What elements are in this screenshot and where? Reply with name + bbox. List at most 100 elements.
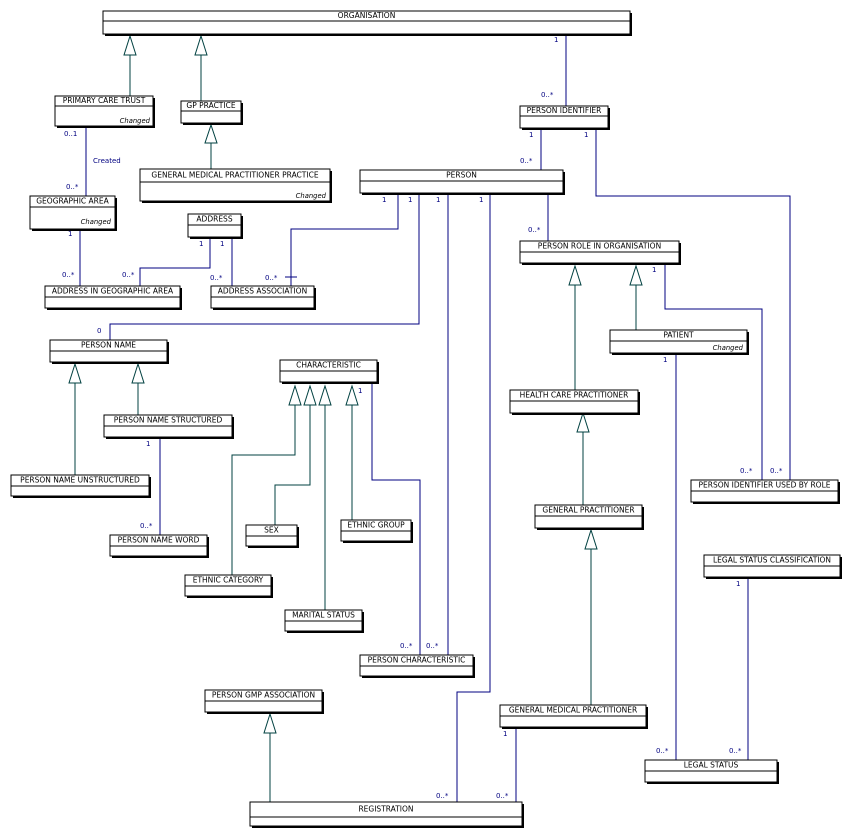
class-name: PERSON IDENTIFIER USED BY ROLE bbox=[698, 481, 830, 490]
class-name: PERSON GMP ASSOCIATION bbox=[212, 691, 315, 700]
class-gmp-practice[interactable]: GENERAL MEDICAL PRACTITIONER PRACTICE Ch… bbox=[139, 168, 332, 203]
gen-arrow-gp-practice bbox=[194, 34, 208, 56]
mult-reg-0many-a: 0..* bbox=[436, 792, 449, 800]
assoc-characteristic-person-characteristic bbox=[371, 384, 421, 655]
class-legal-status-classification[interactable]: LEGAL STATUS CLASSIFICATION bbox=[703, 554, 842, 579]
class-name: GP PRACTICE bbox=[186, 101, 235, 110]
mult-pi-used-1: 1 bbox=[584, 131, 588, 139]
mult-role-0many: 0..* bbox=[528, 226, 541, 234]
class-name: PERSON CHARACTERISTIC bbox=[368, 656, 466, 665]
class-stereotype: Changed bbox=[713, 344, 744, 352]
class-person-name-unstructured[interactable]: PERSON NAME UNSTRUCTURED bbox=[10, 474, 151, 498]
class-general-practitioner[interactable]: GENERAL PRACTITIONER bbox=[534, 504, 644, 530]
mult-geo-0many: 0..* bbox=[66, 183, 79, 191]
class-person[interactable]: PERSON bbox=[359, 169, 565, 195]
gen-arrow-registration bbox=[263, 712, 277, 734]
class-person-name-word[interactable]: PERSON NAME WORD bbox=[109, 534, 209, 558]
class-name: ADDRESS bbox=[196, 215, 232, 224]
mult-person-1c: 1 bbox=[436, 196, 440, 204]
class-name: PERSON IDENTIFIER bbox=[527, 106, 602, 115]
class-ethnic-category[interactable]: ETHNIC CATEGORY bbox=[184, 574, 273, 598]
class-organisation[interactable]: ORGANISATION bbox=[102, 10, 632, 36]
class-name: PERSON NAME WORD bbox=[118, 536, 200, 545]
gen-arrow-ethnic-group bbox=[345, 384, 359, 406]
mult-aa-0many-b: 0..* bbox=[265, 274, 278, 282]
class-legal-status[interactable]: LEGAL STATUS bbox=[644, 759, 779, 784]
class-name: GEOGRAPHIC AREA bbox=[36, 197, 109, 206]
class-general-medical-practitioner[interactable]: GENERAL MEDICAL PRACTITIONER bbox=[499, 704, 648, 729]
class-characteristic[interactable]: CHARACTERISTIC bbox=[279, 359, 379, 384]
mult-address-1b: 1 bbox=[220, 240, 224, 248]
class-name: HEALTH CARE PRACTITIONER bbox=[520, 391, 629, 400]
mult-ls-0many-a: 0..* bbox=[656, 747, 669, 755]
class-stereotype: Changed bbox=[81, 218, 112, 226]
gen-arrow-gmp bbox=[584, 528, 598, 550]
gen-ethnic-category bbox=[231, 405, 296, 575]
class-name: LEGAL STATUS CLASSIFICATION bbox=[713, 556, 831, 565]
assoc-person-identifier-used-by-role bbox=[595, 128, 791, 480]
association-lines bbox=[79, 34, 791, 802]
mult-person-1a: 1 bbox=[382, 196, 386, 204]
class-stereotype: Changed bbox=[296, 192, 327, 200]
class-person-name-structured[interactable]: PERSON NAME STRUCTURED bbox=[103, 414, 234, 439]
mult-pnw-0many: 0..* bbox=[140, 522, 153, 530]
class-name: PRIMARY CARE TRUST bbox=[63, 96, 146, 105]
mult-pc-0many-a: 0..* bbox=[400, 642, 413, 650]
class-name: GENERAL MEDICAL PRACTITIONER bbox=[509, 706, 637, 715]
mult-role-1: 1 bbox=[652, 266, 656, 274]
mult-pc-0many-b: 0..* bbox=[426, 642, 439, 650]
class-address-in-geographic-area[interactable]: ADDRESS IN GEOGRAPHIC AREA bbox=[44, 285, 182, 310]
mult-aig-0many: 0..* bbox=[62, 271, 75, 279]
class-gp-practice[interactable]: GP PRACTICE bbox=[180, 100, 243, 125]
class-person-identifier-used-by-role[interactable]: PERSON IDENTIFIER USED BY ROLE bbox=[690, 479, 840, 504]
gen-arrow-patient bbox=[629, 264, 643, 286]
mult-org-1: 1 bbox=[554, 36, 558, 44]
class-registration[interactable]: REGISTRATION bbox=[249, 801, 524, 828]
mult-pi-0many: 0..* bbox=[541, 91, 554, 99]
generalization-lines bbox=[68, 34, 643, 802]
class-geographic-area[interactable]: GEOGRAPHIC AREA Changed bbox=[29, 195, 117, 231]
class-person-role-in-organisation[interactable]: PERSON ROLE IN ORGANISATION bbox=[519, 240, 681, 265]
class-stereotype: Changed bbox=[120, 117, 151, 125]
mult-geo-1: 1 bbox=[68, 230, 72, 238]
gen-arrow-sex bbox=[303, 384, 317, 406]
assoc-person-person-name bbox=[109, 193, 420, 340]
class-person-identifier[interactable]: PERSON IDENTIFIER bbox=[519, 105, 610, 130]
class-name: PERSON ROLE IN ORGANISATION bbox=[538, 242, 661, 251]
class-name: GENERAL PRACTITIONER bbox=[542, 506, 634, 515]
mult-characteristic-1: 1 bbox=[358, 387, 362, 395]
class-person-gmp-association[interactable]: PERSON GMP ASSOCIATION bbox=[204, 689, 324, 714]
class-name: CHARACTERISTIC bbox=[296, 361, 361, 370]
mult-aa-0many: 0..* bbox=[210, 274, 223, 282]
class-name: LEGAL STATUS bbox=[684, 761, 739, 770]
class-name: ETHNIC GROUP bbox=[347, 521, 405, 530]
gen-arrow-gmp-practice bbox=[204, 123, 218, 144]
class-person-characteristic[interactable]: PERSON CHARACTERISTIC bbox=[359, 654, 475, 678]
mult-pns-1: 1 bbox=[146, 440, 150, 448]
mult-address-1a: 1 bbox=[199, 240, 203, 248]
gen-arrow-ethnic-category bbox=[288, 384, 302, 406]
mult-gmp-1: 1 bbox=[503, 730, 507, 738]
class-primary-care-trust[interactable]: PRIMARY CARE TRUST Changed bbox=[54, 95, 155, 128]
class-marital-status[interactable]: MARITAL STATUS bbox=[284, 609, 364, 633]
class-name: PATIENT bbox=[663, 331, 694, 340]
class-address[interactable]: ADDRESS bbox=[187, 213, 243, 239]
class-name: ORGANISATION bbox=[338, 11, 396, 20]
mult-reg-0many-b: 0..* bbox=[496, 792, 509, 800]
assoc-label-created: Created bbox=[93, 157, 121, 165]
class-sex[interactable]: SEX bbox=[245, 524, 299, 548]
assoc-person-registration bbox=[456, 193, 491, 802]
class-patient[interactable]: PATIENT Changed bbox=[609, 329, 749, 355]
class-ethnic-group[interactable]: ETHNIC GROUP bbox=[340, 519, 413, 543]
class-health-care-practitioner[interactable]: HEALTH CARE PRACTITIONER bbox=[509, 389, 640, 415]
class-name: REGISTRATION bbox=[358, 805, 413, 814]
class-name: ADDRESS IN GEOGRAPHIC AREA bbox=[52, 287, 174, 296]
assoc-person-address-assoc bbox=[290, 193, 399, 286]
gen-arrow-pnu bbox=[68, 362, 82, 384]
gen-arrow-gp bbox=[576, 411, 590, 433]
class-person-name[interactable]: PERSON NAME bbox=[49, 339, 169, 364]
assoc-address-address-in-geo bbox=[139, 237, 211, 286]
class-address-association[interactable]: ADDRESS ASSOCIATION bbox=[210, 285, 316, 310]
gen-arrow-pct bbox=[123, 34, 137, 56]
